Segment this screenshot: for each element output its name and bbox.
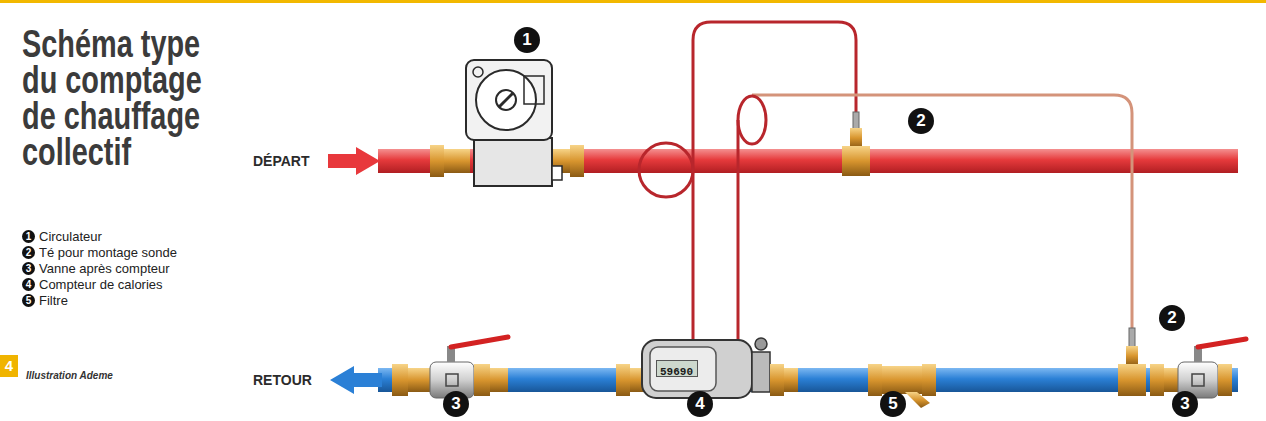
pipe-label: RETOUR bbox=[253, 371, 312, 389]
pipe-label: DÉPART bbox=[253, 152, 310, 170]
legend-number: 1 bbox=[22, 230, 35, 243]
return-pipe bbox=[378, 368, 1238, 392]
callout: 2 bbox=[1159, 305, 1185, 331]
page-number: 4 bbox=[0, 355, 18, 377]
callout-number: 2 bbox=[908, 108, 934, 134]
probe-cable bbox=[752, 95, 1132, 328]
callout-number: 5 bbox=[880, 391, 906, 417]
callout: 3 bbox=[1172, 391, 1198, 417]
cable-loop bbox=[639, 143, 693, 197]
pipe-label: DÉPART bbox=[253, 152, 310, 170]
sensor-tee bbox=[842, 112, 870, 176]
legend-text: Filtre bbox=[39, 293, 68, 308]
legend-row: 5 Filtre bbox=[22, 291, 68, 309]
top-rule bbox=[0, 0, 1266, 3]
title-block: Schéma type du comptage de chauffage col… bbox=[22, 26, 284, 170]
legend-text: Compteur de calories bbox=[39, 277, 163, 292]
legend-text: Vanne après compteur bbox=[39, 261, 170, 276]
page-number-box bbox=[0, 355, 18, 377]
callout-number: 1 bbox=[514, 27, 540, 53]
legend-text: Té pour montage sonde bbox=[39, 245, 177, 260]
callout-number: 4 bbox=[687, 391, 713, 417]
legend-row: 3 Vanne après compteur bbox=[22, 259, 170, 277]
callout-number: 3 bbox=[1172, 391, 1198, 417]
callout: 5 bbox=[880, 391, 906, 417]
callout: 3 bbox=[443, 391, 469, 417]
legend-row: 1 Circulateur bbox=[22, 227, 102, 245]
supply-arrow bbox=[328, 147, 380, 175]
legend-number: 2 bbox=[22, 246, 35, 259]
page-number: 4 bbox=[0, 355, 18, 377]
callout: 2 bbox=[908, 108, 934, 134]
display-digits: 59690 bbox=[657, 365, 696, 380]
sensor-tee bbox=[1118, 328, 1146, 396]
legend-row: 2 Té pour montage sonde bbox=[22, 243, 177, 261]
legend-number: 3 bbox=[22, 262, 35, 275]
caption: Illustration Ademe bbox=[26, 370, 113, 382]
legend-number: 4 bbox=[22, 278, 35, 291]
circulator bbox=[430, 60, 584, 186]
pipe-label: RETOUR bbox=[253, 371, 312, 389]
title: Schéma type du comptage de chauffage col… bbox=[22, 26, 221, 170]
caption: Illustration Ademe bbox=[26, 370, 113, 382]
return-arrow bbox=[330, 366, 382, 394]
legend-text: Circulateur bbox=[39, 229, 102, 244]
probe-cable bbox=[737, 120, 740, 340]
heat-meter bbox=[616, 338, 798, 398]
callout-number: 3 bbox=[443, 391, 469, 417]
callout: 1 bbox=[514, 27, 540, 53]
ball-valve bbox=[1150, 339, 1246, 398]
callout: 4 bbox=[687, 391, 713, 417]
meter-display: 59690 bbox=[656, 360, 698, 377]
legend-row: 4 Compteur de calories bbox=[22, 275, 163, 293]
legend-number: 5 bbox=[22, 294, 35, 307]
probe-cable bbox=[693, 22, 856, 340]
cable-loop bbox=[738, 96, 766, 144]
callout-number: 2 bbox=[1159, 305, 1185, 331]
ball-valve bbox=[392, 337, 508, 398]
